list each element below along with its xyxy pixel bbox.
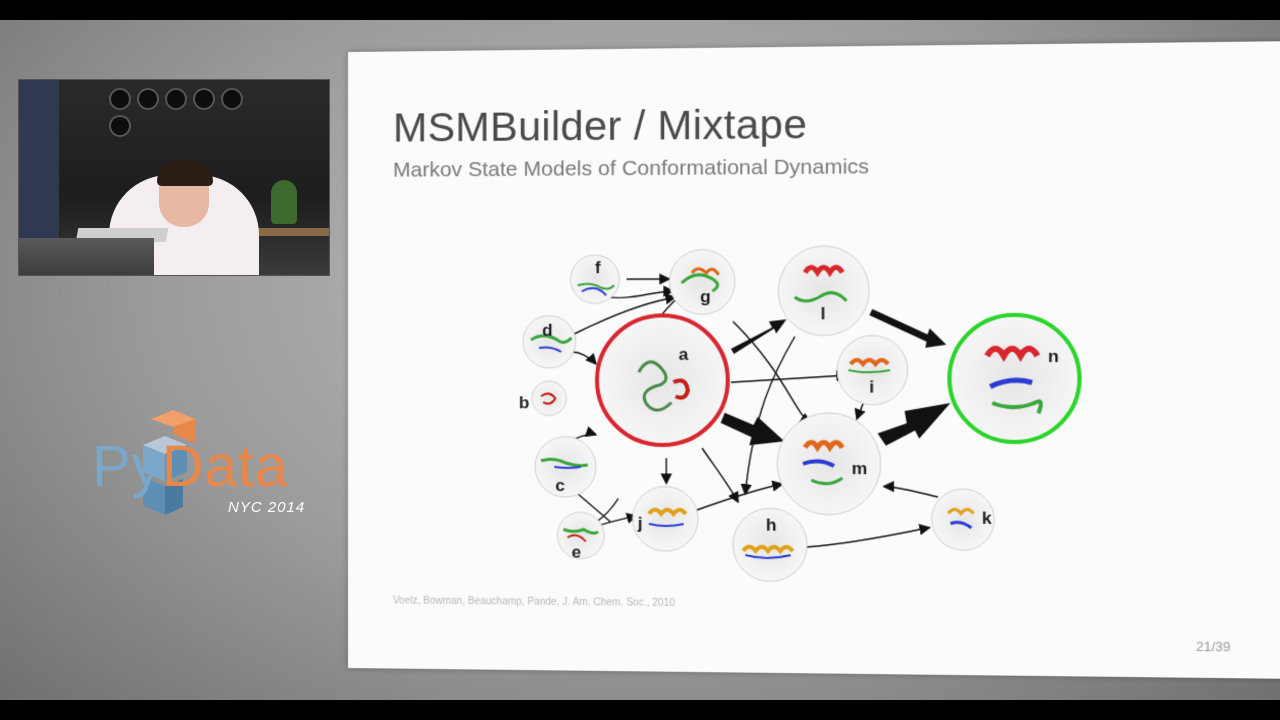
node-label-g: g (700, 287, 711, 306)
state-node-f: f (571, 255, 620, 304)
letterbox-top (0, 0, 1280, 20)
state-node-e: e (557, 512, 604, 562)
state-node-i: i (837, 335, 908, 404)
node-label-j: j (637, 514, 643, 533)
logo-py: Py (92, 434, 162, 499)
node-label-l: l (821, 304, 826, 323)
slide-page-number: 21/39 (1195, 638, 1231, 655)
video-plant (271, 180, 297, 224)
node-label-f: f (595, 258, 601, 277)
presentation-slide: MSMBuilder / Mixtape Markov State Models… (348, 41, 1280, 679)
state-node-b: b (519, 381, 567, 415)
state-node-n: n (949, 315, 1079, 442)
speaker-hair (157, 160, 213, 186)
state-node-m: m (777, 413, 880, 515)
logo-data: Data (161, 434, 289, 499)
pydata-wordmark: PyData (92, 438, 288, 496)
node-label-a: a (679, 345, 689, 364)
node-label-d: d (542, 321, 553, 340)
node-label-h: h (766, 515, 777, 534)
state-node-c: c (535, 437, 596, 498)
logo-subtitle: NYC 2014 (228, 499, 306, 516)
letterbox-bottom (0, 700, 1280, 720)
speaker-video (18, 79, 330, 276)
state-node-l: l (778, 246, 869, 336)
node-label-m: m (852, 459, 868, 478)
node-label-b: b (519, 393, 530, 412)
state-node-k: k (932, 489, 995, 551)
state-node-a: a (597, 315, 728, 445)
state-node-g: g (669, 249, 735, 314)
logo-cube-icon (143, 410, 195, 515)
node-label-e: e (572, 543, 582, 562)
state-node-h: h (733, 508, 807, 582)
node-label-i: i (869, 377, 874, 396)
video-podium (19, 238, 154, 275)
node-label-c: c (555, 476, 565, 495)
node-label-n: n (1048, 347, 1059, 367)
video-stage-lights (109, 88, 269, 137)
video-shelf (249, 228, 329, 236)
state-node-j: j (633, 486, 698, 551)
markov-state-network: a b c d e (348, 41, 1280, 679)
node-label-k: k (982, 508, 992, 528)
state-node-d: d (523, 316, 576, 368)
pydata-logo (143, 410, 195, 515)
network-nodes: a b c d e (519, 245, 1080, 584)
